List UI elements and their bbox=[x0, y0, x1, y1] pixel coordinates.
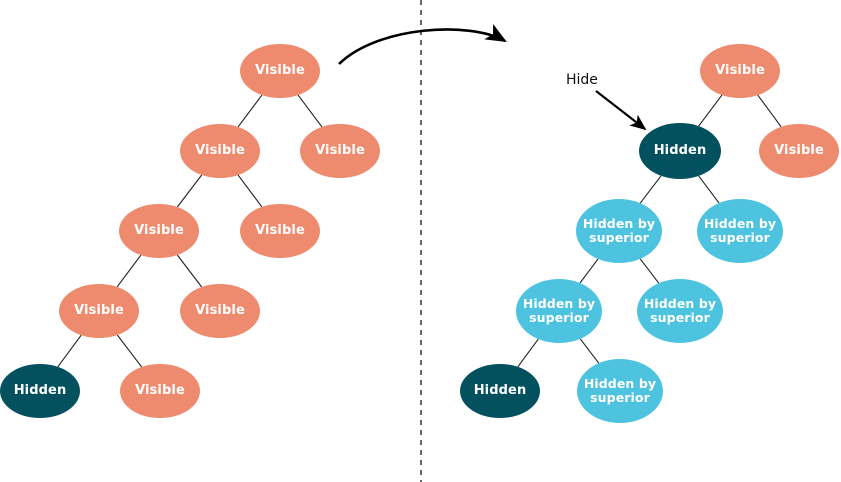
tree-node-label: Hidden bbox=[13, 382, 67, 398]
tree-node-label: Visible bbox=[195, 302, 245, 318]
left-tree-edges bbox=[57, 94, 323, 368]
tree-node-label: Hidden bbox=[653, 142, 707, 158]
tree-node-visible[interactable]: Visible bbox=[119, 204, 199, 258]
tree-edge bbox=[57, 334, 82, 368]
tree-edge bbox=[698, 94, 723, 127]
tree-edge bbox=[757, 94, 782, 128]
tree-node-hidden-by-superior[interactable]: Hidden by superior bbox=[637, 279, 723, 343]
tree-node-visible[interactable]: Visible bbox=[180, 124, 260, 178]
tree-edge bbox=[176, 174, 203, 208]
tree-node-label: Hidden by superior bbox=[643, 296, 717, 325]
tree-edge bbox=[579, 258, 599, 284]
tree-node-label: Visible bbox=[255, 222, 305, 238]
tree-node-hidden-by-superior[interactable]: Hidden by superior bbox=[576, 199, 662, 263]
tree-edge bbox=[116, 254, 142, 288]
tree-node-label: Hidden by superior bbox=[522, 296, 596, 325]
tree-node-label: Visible bbox=[715, 62, 765, 78]
tree-node-visible[interactable]: Visible bbox=[59, 284, 139, 338]
tree-node-visible[interactable]: Visible bbox=[120, 364, 200, 418]
transition-arrow bbox=[338, 24, 507, 65]
hide-pointer-arrow bbox=[595, 90, 647, 131]
tree-node-label: Visible bbox=[315, 142, 365, 158]
right-tree-edges bbox=[517, 94, 782, 368]
tree-node-label: Visible bbox=[255, 62, 305, 78]
tree-node-visible[interactable]: Visible bbox=[300, 124, 380, 178]
tree-edge bbox=[639, 175, 662, 204]
tree-edge bbox=[579, 338, 600, 364]
tree-edge bbox=[297, 94, 323, 128]
tree-edge bbox=[116, 334, 143, 368]
tree-node-label: Hidden by superior bbox=[582, 216, 656, 245]
tree-node-hidden[interactable]: Hidden bbox=[639, 123, 721, 179]
tree-edge bbox=[639, 258, 660, 284]
tree-node-hidden-by-superior[interactable]: Hidden by superior bbox=[577, 359, 663, 423]
tree-node-visible[interactable]: Visible bbox=[240, 204, 320, 258]
tree-node-visible[interactable]: Visible bbox=[700, 44, 780, 98]
tree-edge bbox=[517, 338, 539, 368]
tree-edge bbox=[237, 174, 263, 208]
tree-node-label: Visible bbox=[774, 142, 824, 158]
tree-node-hidden[interactable]: Hidden bbox=[460, 364, 540, 418]
tree-node-label: Hidden by superior bbox=[703, 216, 777, 245]
tree-node-label: Hidden by superior bbox=[583, 376, 657, 405]
tree-node-hidden-by-superior[interactable]: Hidden by superior bbox=[516, 279, 602, 343]
tree-edge bbox=[176, 254, 203, 288]
tree-node-hidden[interactable]: Hidden bbox=[0, 364, 80, 418]
tree-node-label: Visible bbox=[195, 142, 245, 158]
tree-edge bbox=[237, 94, 263, 128]
tree-node-visible[interactable]: Visible bbox=[180, 284, 260, 338]
tree-node-label: Hidden bbox=[473, 382, 527, 398]
tree-edge bbox=[698, 175, 720, 204]
tree-node-label: Visible bbox=[134, 222, 184, 238]
tree-node-label: Visible bbox=[135, 382, 185, 398]
tree-node-visible[interactable]: Visible bbox=[759, 124, 839, 178]
hide-annotation-label: Hide bbox=[566, 72, 598, 88]
tree-node-visible[interactable]: Visible bbox=[240, 44, 320, 98]
tree-node-hidden-by-superior[interactable]: Hidden by superior bbox=[697, 199, 783, 263]
tree-node-label: Visible bbox=[74, 302, 124, 318]
